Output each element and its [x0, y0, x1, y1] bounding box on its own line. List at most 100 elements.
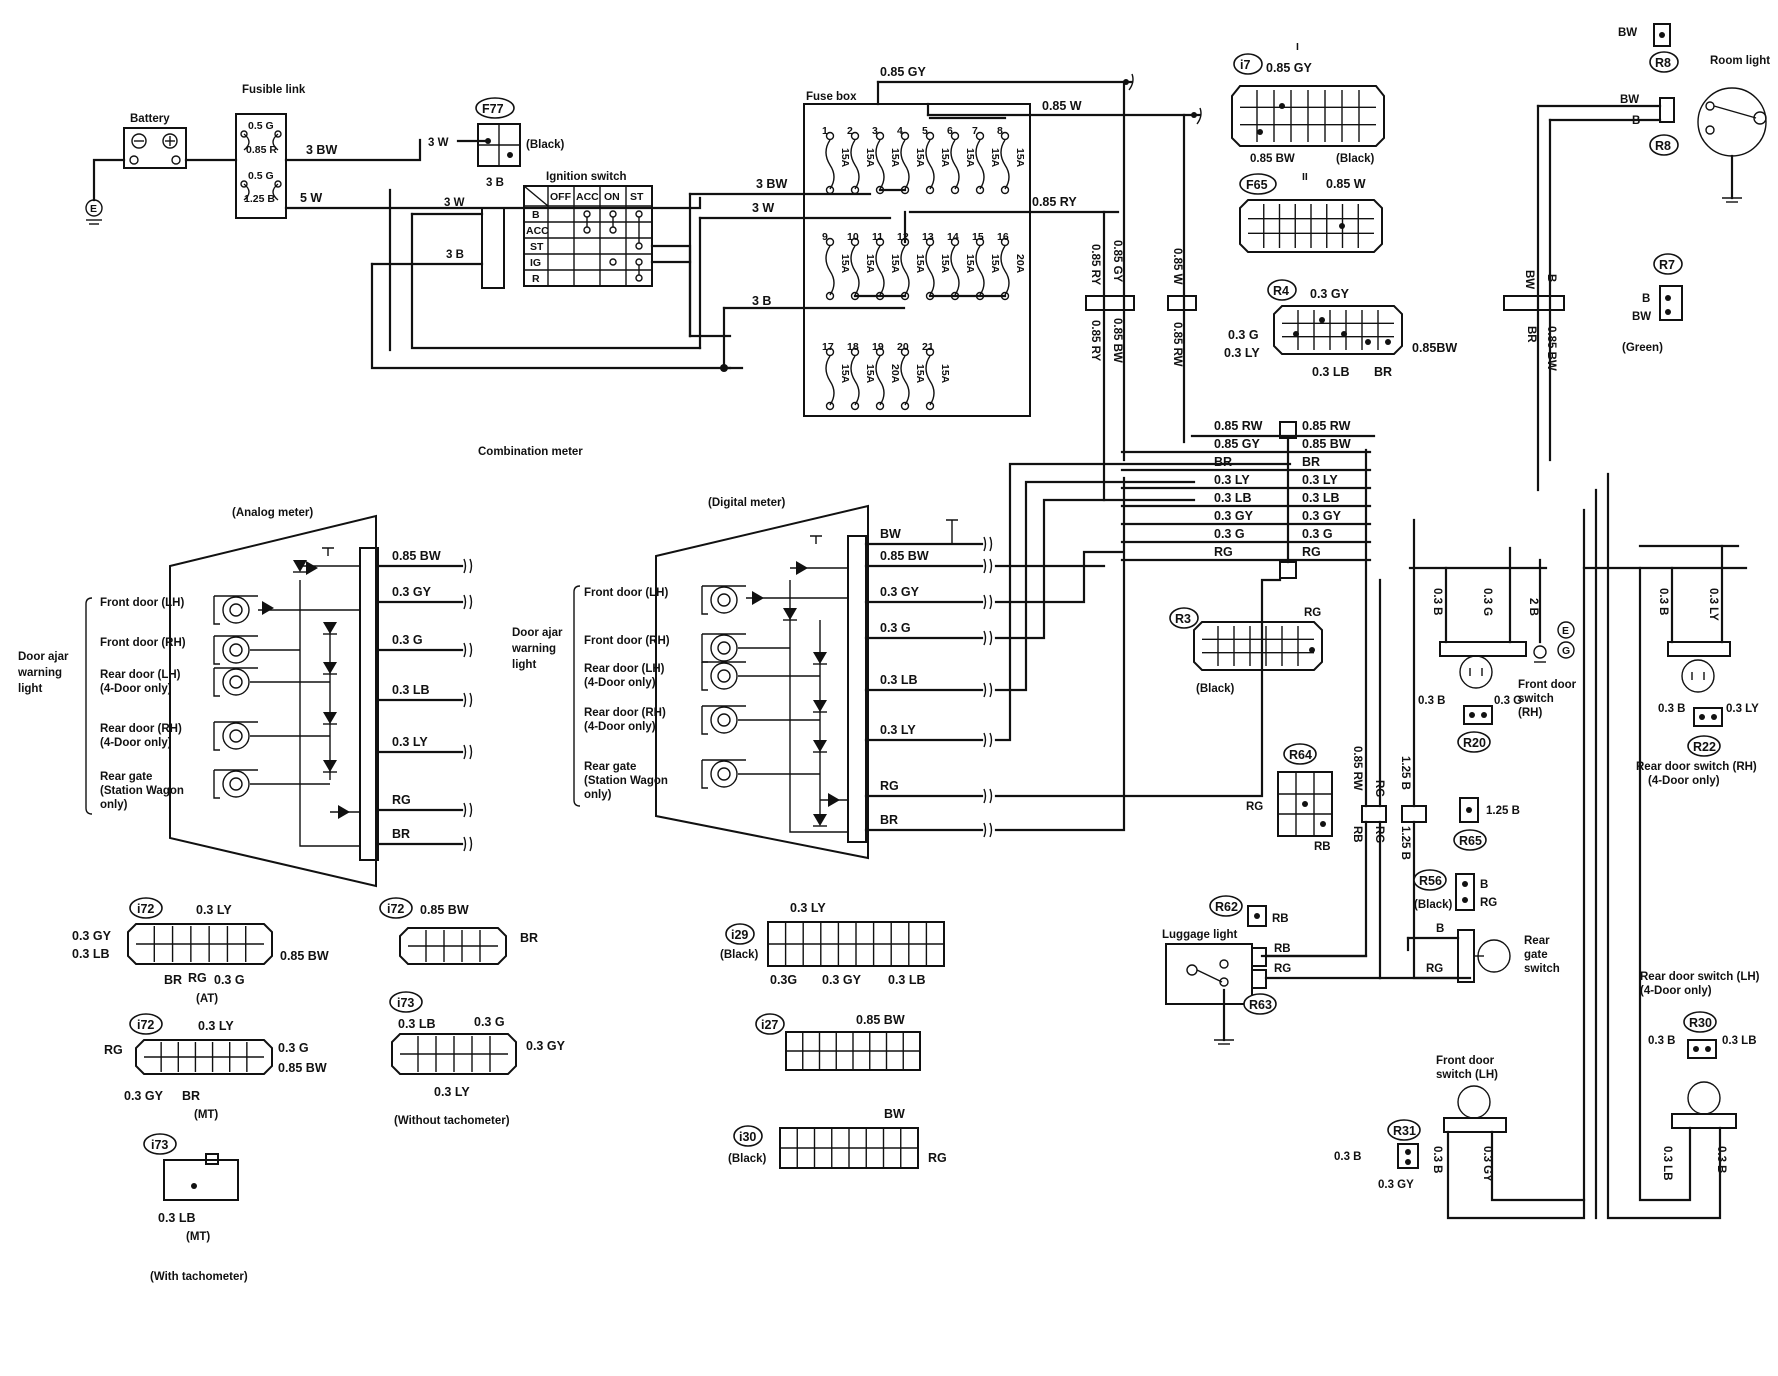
wire-break — [983, 682, 993, 698]
lamp-icon — [717, 641, 731, 655]
ign-row-r: R — [532, 273, 540, 285]
vw-w: 0.85 W — [1171, 248, 1183, 285]
fuse2-amp-7: 20A — [1014, 254, 1026, 274]
ground-icon — [85, 199, 103, 217]
harness-left-4: 0.3 LB — [1214, 491, 1252, 505]
r7-tag: R7 — [1659, 258, 1675, 272]
gate-rg: RG — [1426, 963, 1443, 975]
fuse-terminal — [950, 237, 960, 247]
fuse1-amp-6: 15A — [989, 148, 1001, 168]
i73b-t1: 0.3 LB — [398, 1017, 436, 1031]
fuse3-amp-3: 15A — [914, 364, 926, 384]
digital-connector — [847, 535, 867, 843]
fuse-icon — [1000, 245, 1010, 296]
ground-label: E — [90, 203, 97, 215]
gate-b: B — [1436, 923, 1444, 935]
fuse2-amp-1: 15A — [864, 254, 876, 274]
analog-lamp-label-3-1: (4-Door only) — [100, 737, 172, 749]
analog-wire-6: BR — [392, 827, 410, 841]
r64-tag: R64 — [1289, 748, 1312, 762]
i72a-l1: 0.3 GY — [72, 929, 112, 943]
lamp-icon — [222, 770, 250, 798]
digital-lamp-label-0-0: Front door (LH) — [584, 587, 668, 599]
fuse1-num-0: 1 — [822, 125, 828, 137]
rear-door-switch-rh-icon — [1681, 659, 1715, 693]
bot-03lb: 0.3 LB — [1661, 1146, 1673, 1181]
fuse-terminal — [975, 131, 985, 141]
i72c-r: BR — [520, 931, 538, 945]
r4-left2: 0.3 LY — [1224, 346, 1260, 360]
wire-break — [983, 630, 993, 646]
fuse-box-title: Fuse box — [806, 91, 857, 103]
ign-col-st: ST — [630, 191, 644, 203]
digital-meter: Front door (LH)Front door (RH)Rear door … — [511, 462, 1292, 860]
r4-left1: 0.3 G — [1228, 328, 1259, 342]
i29-b3: 0.3 LB — [888, 973, 926, 987]
wire-break — [463, 802, 473, 818]
i72a-r: 0.85 BW — [280, 949, 329, 963]
front-rh-1: Front door — [1518, 679, 1577, 691]
analog-wire-0: 0.85 BW — [392, 549, 441, 563]
r3-tag: R3 — [1175, 612, 1191, 626]
digital-door-ajar-2: warning — [511, 643, 556, 655]
harness-right-5: 0.3 GY — [1302, 509, 1342, 523]
analog-lamp-label-4-0: Rear gate — [100, 771, 152, 783]
fuse-terminal — [825, 401, 835, 411]
ground-g: G — [1562, 645, 1570, 657]
analog-lamp-label-2-0: Rear door (LH) — [100, 669, 181, 681]
fuse-wire-ry: 0.85 RY — [1032, 195, 1077, 209]
r22-tag: R22 — [1693, 740, 1716, 754]
f77-3b: 3 B — [486, 177, 504, 189]
fuse1-num-7: 8 — [997, 125, 1003, 137]
fuse-wire-3b: 3 B — [752, 294, 771, 308]
fuse-terminal — [850, 185, 860, 195]
fuse2-num-7: 16 — [997, 231, 1009, 243]
i29-b1: 0.3G — [770, 973, 797, 987]
i72b-r2: 0.85 BW — [278, 1061, 327, 1075]
fuse-terminal — [825, 347, 835, 357]
lamp-icon — [222, 722, 250, 750]
fuse-icon — [875, 245, 885, 296]
ign-3b-label: 3 B — [446, 249, 464, 261]
fuse-wire-3w: 3 W — [752, 201, 774, 215]
digital-lamp-label-2-0: Rear door (LH) — [584, 663, 665, 675]
r30-03b: 0.3 B — [1648, 1035, 1676, 1047]
room-085bw-vert: 0.85 BW — [1545, 326, 1557, 371]
i72a-b1: BR — [164, 973, 182, 987]
harness-right-7: RG — [1302, 545, 1321, 559]
fuse-icon — [825, 245, 835, 296]
fuse1-num-3: 4 — [897, 125, 903, 137]
wire-break — [983, 594, 993, 610]
harness-left-6: 0.3 G — [1214, 527, 1245, 541]
v-085rw: 0.85 RW — [1351, 746, 1363, 791]
room-bw-vert: BW — [1523, 270, 1535, 289]
f65-mark: II — [1302, 171, 1308, 183]
fuse1-num-5: 6 — [947, 125, 953, 137]
fl-value-3: 0.5 G — [248, 170, 274, 182]
fuse-terminal — [825, 185, 835, 195]
r20-tag: R20 — [1463, 736, 1486, 750]
f77-color: (Black) — [526, 139, 565, 151]
ground-e-icon — [1533, 645, 1547, 659]
ign-row-acc: ACC — [526, 225, 549, 237]
digital-wire-0: BW — [880, 527, 901, 541]
i72b-top: 0.3 LY — [198, 1019, 234, 1033]
fl-value-2: 0.85 R — [246, 144, 277, 156]
fuse1-amp-5: 15A — [964, 148, 976, 168]
lamp-icon — [229, 643, 243, 657]
fuse1-amp-2: 15A — [889, 148, 901, 168]
i72b-note: (MT) — [194, 1109, 218, 1121]
lamp-icon — [710, 662, 738, 690]
fuse-terminal — [850, 347, 860, 357]
rrh-03b: 0.3 B — [1657, 588, 1669, 616]
analog-lamp-label-1-0: Front door (RH) — [100, 637, 186, 649]
fuse-terminal — [825, 291, 835, 301]
ground-e: E — [1562, 625, 1569, 637]
with-tachometer: (With tachometer) — [150, 1271, 248, 1283]
r30-tag: R30 — [1689, 1016, 1712, 1030]
lamp-icon — [222, 668, 250, 696]
fuse-icon — [825, 355, 835, 406]
harness-right-0: 0.85 RW — [1302, 419, 1351, 433]
